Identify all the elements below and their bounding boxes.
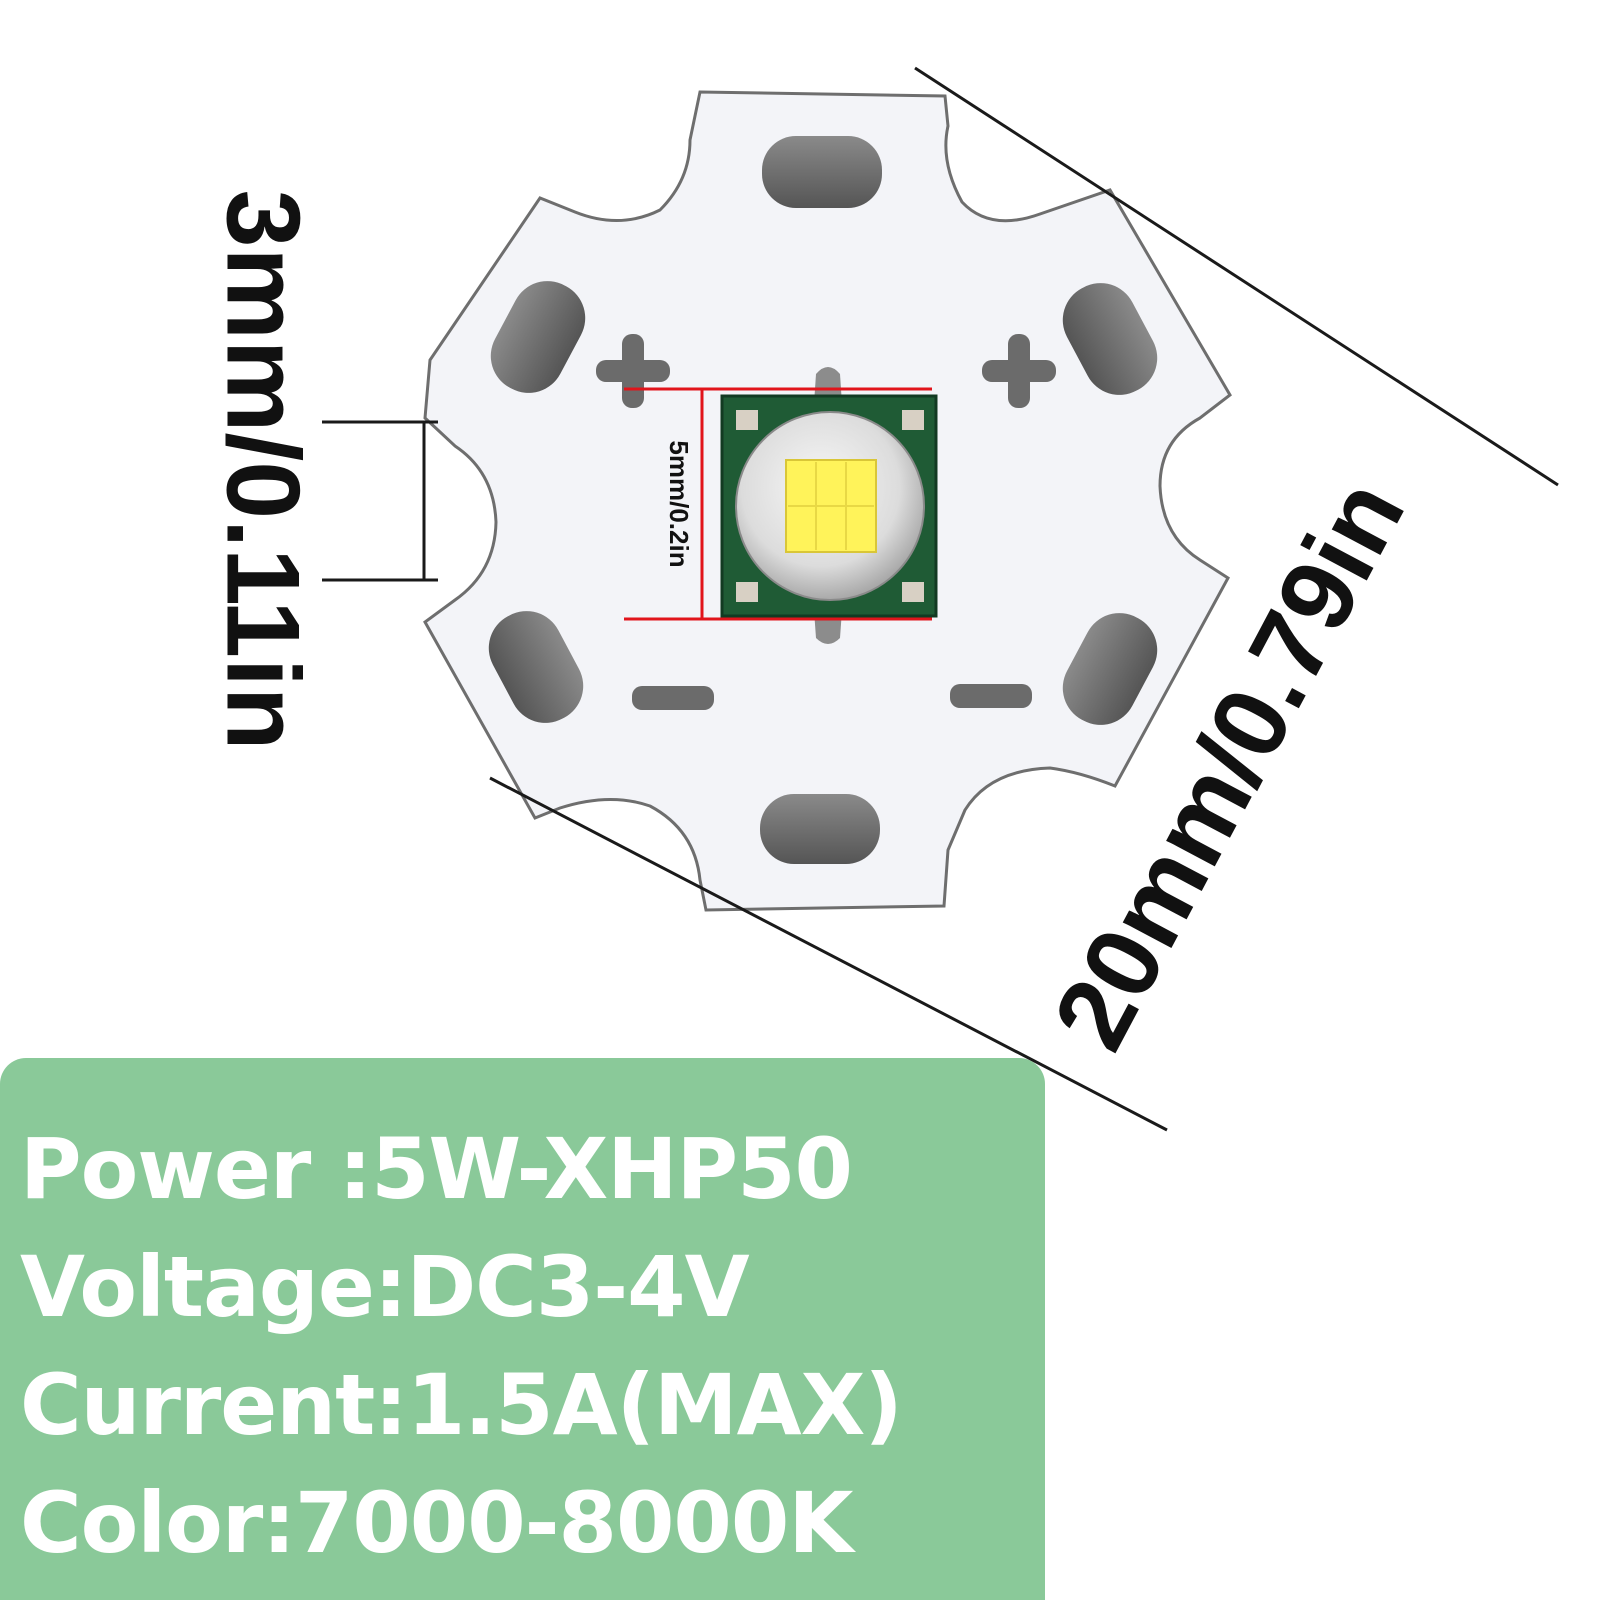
spec-label: Color: — [20, 1474, 296, 1572]
led-corner-pad — [902, 410, 924, 430]
spec-label: Power : — [20, 1120, 372, 1218]
led-corner-pad — [902, 582, 924, 602]
board-diameter-lines — [489, 66, 1559, 1132]
minus-left-icon — [632, 686, 714, 710]
minus-right-icon — [950, 684, 1032, 708]
led-size-measure — [624, 387, 932, 621]
spec-panel: Power :5W-XHP50 Voltage:DC3-4V Current:1… — [0, 1058, 1045, 1600]
pad-bottom — [760, 794, 880, 864]
hole-spacing-label: 3mm/0.11in — [205, 190, 321, 751]
spec-value: 1.5A(MAX) — [406, 1356, 903, 1454]
spec-value: 7000-8000K — [294, 1474, 854, 1572]
plus-right-icon — [982, 334, 1056, 408]
pad-upper-left — [490, 281, 586, 393]
solder-pads — [488, 136, 1158, 864]
led-emitter — [720, 367, 938, 644]
led-corner-pad — [736, 582, 758, 602]
led-size-label: 5mm/0.2in — [664, 440, 694, 567]
polarity-marks — [596, 334, 1056, 710]
spec-current: Current:1.5A(MAX) — [20, 1346, 1045, 1464]
spec-label: Voltage: — [20, 1238, 407, 1336]
spec-value: 5W-XHP50 — [371, 1120, 853, 1218]
pad-top — [762, 136, 882, 208]
pad-lower-left — [488, 611, 584, 723]
led-corner-pad — [736, 410, 758, 430]
spec-power: Power :5W-XHP50 — [20, 1110, 1045, 1228]
spec-color: Color:7000-8000K — [20, 1464, 1045, 1582]
spec-voltage: Voltage:DC3-4V — [20, 1228, 1045, 1346]
pad-lower-right — [1062, 613, 1158, 725]
hole-spacing-bracket — [322, 420, 438, 582]
spec-value: DC3-4V — [406, 1238, 749, 1336]
spec-label: Current: — [20, 1356, 408, 1454]
pad-upper-right — [1062, 283, 1158, 395]
